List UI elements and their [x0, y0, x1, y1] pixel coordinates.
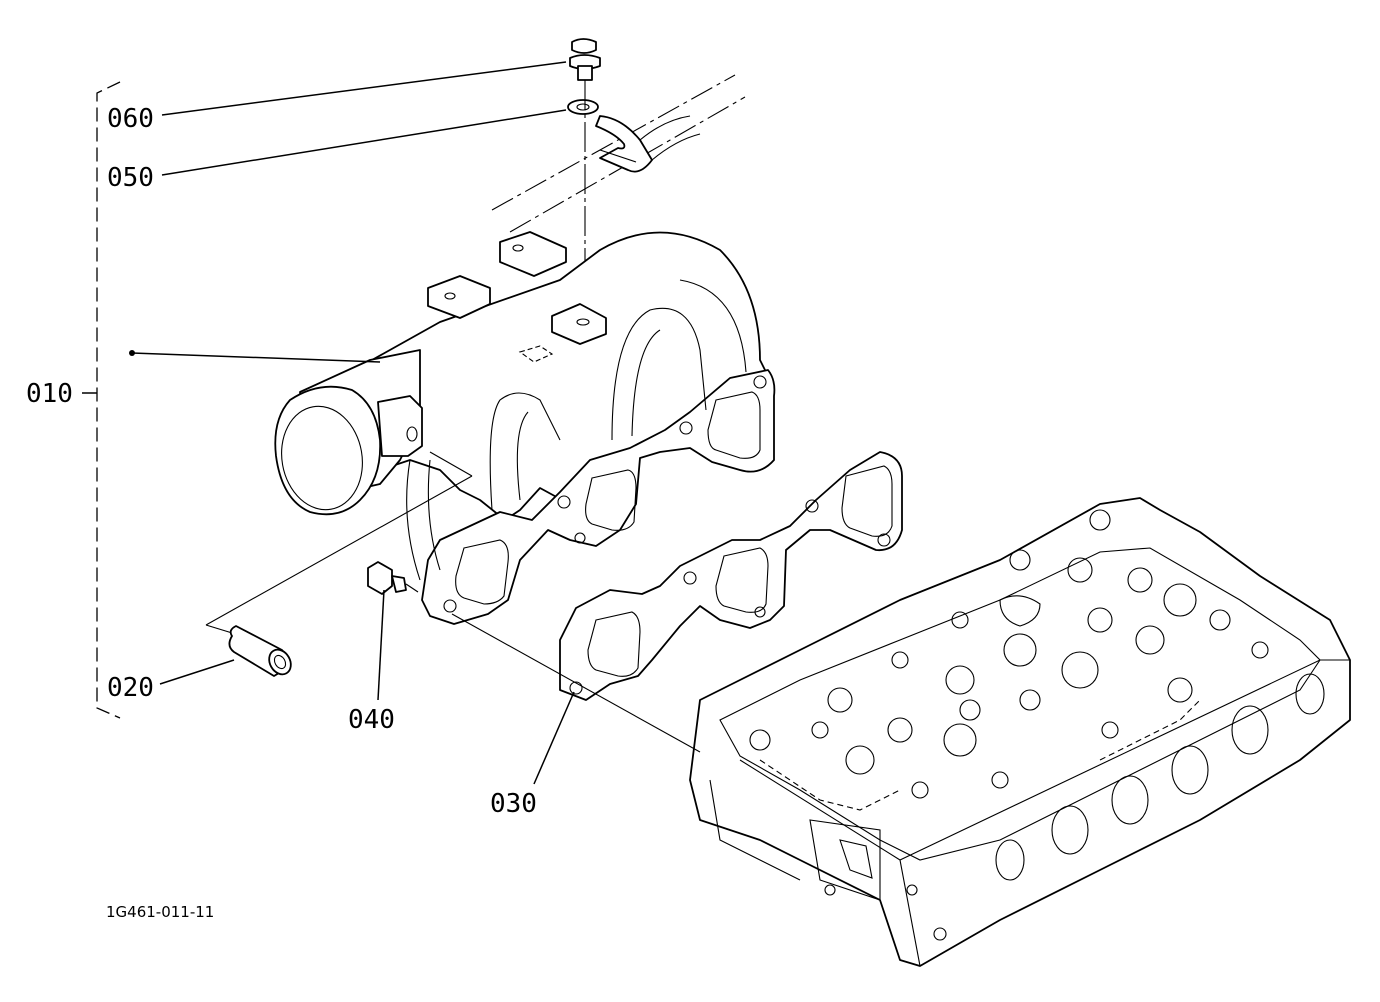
leader-030	[533, 691, 575, 785]
fitting-part-040	[367, 561, 419, 595]
callout-040: 040	[348, 705, 395, 735]
leader-020	[159, 659, 235, 685]
leader-050	[161, 109, 567, 176]
leader-010-dot	[129, 350, 135, 356]
callout-050: 050	[107, 163, 154, 193]
assembly-bracket	[82, 81, 121, 719]
bolt-part-060	[569, 38, 601, 81]
leader-010	[131, 352, 381, 363]
leader-lines	[129, 61, 701, 785]
callout-020: 020	[107, 673, 154, 703]
cylinder-head	[689, 497, 1351, 967]
leader-040	[377, 589, 385, 701]
clamp-part-050	[567, 99, 701, 173]
callout-010: 010	[26, 379, 73, 409]
sleeve-part-020	[228, 625, 292, 677]
manifold-part-010	[274, 231, 776, 625]
leader-060	[161, 61, 567, 116]
callout-030: 030	[490, 789, 537, 819]
drawing-code: 1G461-011-11	[106, 903, 214, 921]
alignment-line	[451, 613, 701, 753]
gasket-part-030	[559, 451, 903, 701]
callout-060: 060	[107, 104, 154, 134]
